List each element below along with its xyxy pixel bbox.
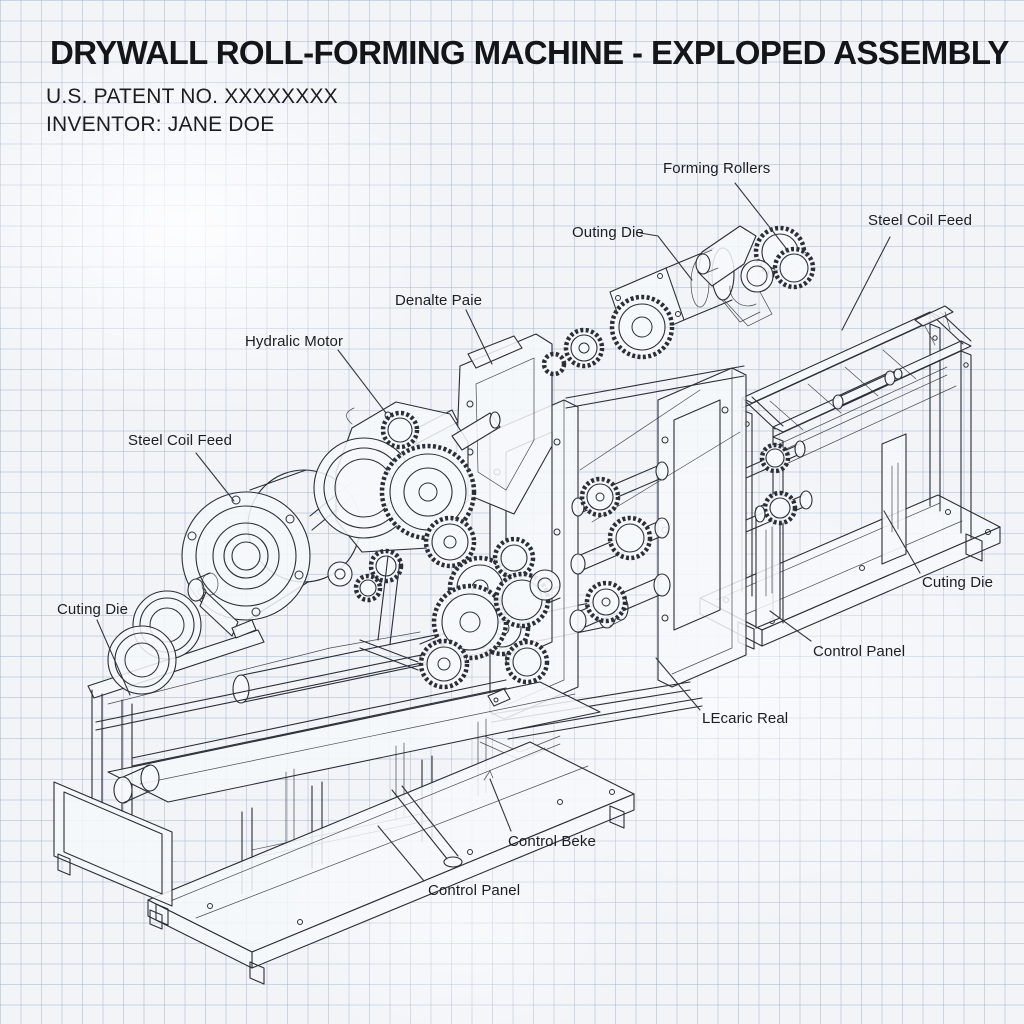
drawing-title: DRYWALL ROLL-FORMING MACHINE - EXPLOPED … [50, 34, 1009, 71]
central-gear-train [418, 569, 561, 690]
inventor-line: INVENTOR: JANE DOE [46, 113, 275, 136]
label-control-brake: Control Beke [508, 833, 596, 850]
label-steel-coil-feed-right: Steel Coil Feed [868, 212, 973, 229]
label-control-panel-right: Control Panel [813, 643, 906, 660]
label-die-plate: Denalte Paie [395, 292, 483, 309]
label-cutting-die-right: Cuting Die [922, 574, 994, 591]
patent-number-line: U.S. PATENT NO. XXXXXXXX [46, 85, 338, 108]
label-forming-rollers: Forming Rollers [663, 160, 771, 177]
label-control-panel-bottom: Control Panel [428, 882, 521, 899]
label-steel-coil-feed-left: Steel Coil Feed [128, 432, 233, 449]
label-cutting-die-left: Cuting Die [57, 601, 129, 618]
forming-rollers-unit [695, 225, 816, 327]
label-hydraulic-motor: Hydralic Motor [245, 333, 344, 350]
label-cutting-die-top: Outing Die [572, 224, 644, 241]
label-electric-reel: LEcaric Real [702, 710, 789, 727]
outfeed-table-frame [699, 305, 1001, 650]
leader-lines [96, 182, 921, 882]
steel-coil-feed-drum [107, 469, 361, 695]
